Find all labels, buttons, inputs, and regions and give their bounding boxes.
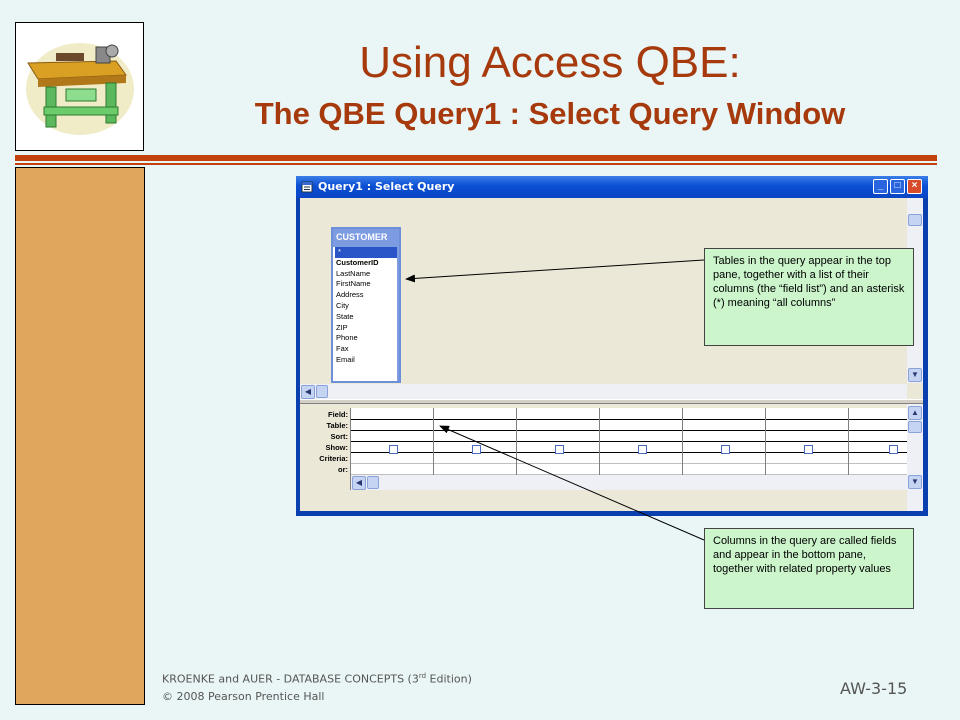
row-label-field: Field: xyxy=(328,410,348,419)
grid-column[interactable] xyxy=(849,408,909,490)
close-button[interactable]: × xyxy=(907,179,922,194)
upper-vscroll-thumb[interactable] xyxy=(908,214,922,226)
show-checkbox[interactable] xyxy=(555,445,564,454)
workbench-logo-icon xyxy=(26,43,134,135)
lower-vertical-scrollbar[interactable]: ▲ ▼ xyxy=(907,404,923,511)
field-list-item-phone[interactable]: Phone xyxy=(336,333,358,343)
upper-scroll-left-button[interactable]: ◀ xyxy=(301,385,315,399)
qbe-design-grid[interactable]: ◀ xyxy=(350,408,909,490)
callout-top-pane: Tables in the query appear in the top pa… xyxy=(704,248,914,346)
row-label-table: Table: xyxy=(326,421,348,430)
grid-line xyxy=(351,452,909,453)
upper-scroll-down-button[interactable]: ▼ xyxy=(908,368,922,382)
footer-book-title: KROENKE and AUER - DATABASE CONCEPTS (3 xyxy=(162,672,419,686)
query-window-icon xyxy=(301,181,313,193)
grid-hscroll-thumb[interactable] xyxy=(367,476,379,489)
footer-line1: KROENKE and AUER - DATABASE CONCEPTS (3r… xyxy=(162,668,472,688)
field-list-item-state[interactable]: State xyxy=(336,311,354,321)
field-list-item-firstname[interactable]: FirstName xyxy=(336,279,371,289)
grid-column[interactable] xyxy=(434,408,517,490)
slide-title: Using Access QBE: xyxy=(359,38,741,87)
window-title: Query1 : Select Query xyxy=(318,180,455,193)
grid-column[interactable] xyxy=(683,408,766,490)
grid-scroll-left-button[interactable]: ◀ xyxy=(352,476,366,490)
grid-line xyxy=(351,419,909,420)
show-checkbox[interactable] xyxy=(721,445,730,454)
field-list-item-lastname[interactable]: LastName xyxy=(336,268,371,278)
show-checkbox[interactable] xyxy=(638,445,647,454)
lower-vscroll-thumb[interactable] xyxy=(908,421,922,433)
show-checkbox[interactable] xyxy=(389,445,398,454)
grid-line xyxy=(351,474,909,475)
grid-line xyxy=(351,463,909,464)
row-label-or: or: xyxy=(338,465,348,474)
title-rule xyxy=(15,155,937,161)
show-checkbox[interactable] xyxy=(889,445,898,454)
slide-subtitle: The QBE Query1 : Select Query Window xyxy=(254,96,846,131)
query-window[interactable]: Query1 : Select Query _ □ × CUSTOMER * C… xyxy=(296,176,928,516)
upper-horizontal-scrollbar[interactable]: ◀ xyxy=(300,384,907,399)
logo-box xyxy=(15,22,144,151)
show-checkbox[interactable] xyxy=(804,445,813,454)
pane-splitter[interactable] xyxy=(300,399,923,404)
field-list-item-zip[interactable]: ZIP xyxy=(336,322,348,332)
lower-scroll-up-button[interactable]: ▲ xyxy=(908,406,922,420)
field-list-scrollbar[interactable] xyxy=(397,247,399,381)
field-list-title[interactable]: CUSTOMER xyxy=(333,229,399,247)
grid-column[interactable] xyxy=(600,408,683,490)
grid-column[interactable] xyxy=(351,408,434,490)
title-rule-thin xyxy=(15,163,937,165)
grid-row-labels: Field: Table: Sort: Show: Criteria: or: xyxy=(308,409,348,475)
grid-line xyxy=(351,441,909,442)
arrow-to-design-grid xyxy=(439,425,705,541)
window-titlebar[interactable]: Query1 : Select Query _ □ × xyxy=(296,176,928,198)
left-sidebar-panel xyxy=(15,167,145,705)
field-list-item-fax[interactable]: Fax xyxy=(336,344,349,354)
field-list-item-email[interactable]: Email xyxy=(336,354,355,364)
grid-column[interactable] xyxy=(766,408,849,490)
design-grid-pane[interactable]: Field: Table: Sort: Show: Criteria: or: … xyxy=(300,404,923,511)
footer-copyright: © 2008 Pearson Prentice Hall xyxy=(162,689,325,703)
lower-scroll-down-button[interactable]: ▼ xyxy=(908,475,922,489)
footer-edition-suffix: Edition) xyxy=(426,672,472,686)
callout-bottom-pane: Columns in the query are called fields a… xyxy=(704,528,914,609)
grid-horizontal-scrollbar[interactable]: ◀ xyxy=(351,475,909,490)
minimize-button[interactable]: _ xyxy=(873,179,888,194)
upper-hscroll-thumb[interactable] xyxy=(316,385,328,398)
field-list-item-customerid[interactable]: CustomerID xyxy=(336,257,379,267)
field-list-item-asterisk[interactable]: * xyxy=(335,247,397,258)
grid-column[interactable] xyxy=(517,408,600,490)
field-list-item-address[interactable]: Address xyxy=(336,290,364,300)
footer-edition-sup: rd xyxy=(418,672,427,680)
row-label-criteria: Criteria: xyxy=(319,454,348,463)
slide-footer: KROENKE and AUER - DATABASE CONCEPTS (3r… xyxy=(162,668,472,705)
arrow-to-field-list xyxy=(405,259,705,283)
grid-line xyxy=(351,430,909,431)
field-list-item-city[interactable]: City xyxy=(336,300,349,310)
page-number: AW-3-15 xyxy=(840,679,908,698)
show-checkbox[interactable] xyxy=(472,445,481,454)
row-label-sort: Sort: xyxy=(330,432,349,441)
row-label-show: Show: xyxy=(325,443,349,452)
maximize-button[interactable]: □ xyxy=(890,179,905,194)
customer-field-list[interactable]: CUSTOMER * CustomerID LastName FirstName… xyxy=(331,227,401,383)
